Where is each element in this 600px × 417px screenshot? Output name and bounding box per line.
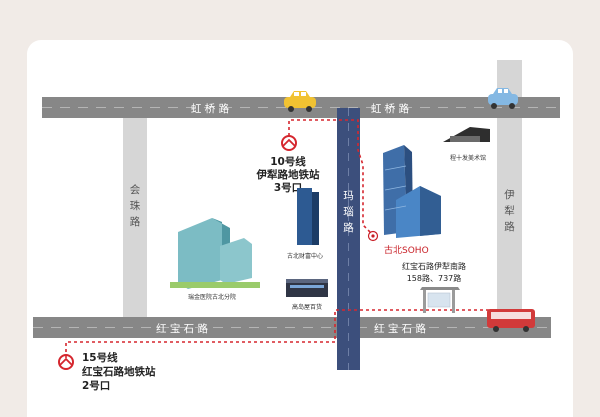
yili-char-3: 路 bbox=[504, 220, 515, 233]
metro-logo-icon bbox=[281, 135, 297, 151]
pin-icon bbox=[367, 230, 379, 242]
hospital-building: 瑞金医院古北分院 bbox=[170, 218, 260, 301]
huizhu-char-2: 珠 bbox=[130, 199, 141, 212]
maxuan-char-3: 路 bbox=[343, 221, 354, 234]
yili-road-label: 伊 犁 路 bbox=[504, 189, 515, 233]
soho-label: 古北SOHO bbox=[384, 244, 429, 256]
gallery-label: 程十发美术馆 bbox=[450, 154, 486, 162]
huizhu-road-label: 会 珠 路 bbox=[130, 183, 141, 228]
line10-exit: 3号口 bbox=[274, 182, 302, 194]
soho-building bbox=[383, 145, 441, 238]
gallery-building: 程十发美术馆 bbox=[443, 127, 490, 162]
metro-station-line15: 15号线 红宝石路地铁站 2号口 bbox=[58, 351, 156, 392]
route-line10 bbox=[288, 119, 371, 233]
line15-exit: 2号口 bbox=[82, 380, 110, 392]
maxuan-road-label: 玛 瑙 路 bbox=[343, 190, 354, 234]
route-line15 bbox=[65, 309, 490, 358]
hongbaoshi-road bbox=[33, 317, 551, 338]
bus-stop-title: 红宝石路伊犁南路 bbox=[402, 261, 466, 271]
bus-stop: 红宝石路伊犁南路 158路、737路 bbox=[402, 261, 466, 313]
taxi-icon bbox=[284, 91, 316, 112]
hongqiao-road-label-right: 虹 桥 路 bbox=[371, 102, 410, 115]
yili-char-1: 伊 bbox=[504, 189, 515, 201]
line15-station-name: 红宝石路地铁站 bbox=[82, 365, 156, 378]
maxuan-char-2: 瑙 bbox=[343, 206, 354, 218]
metro-station-line10: 10号线 伊犁路地铁站 3号口 bbox=[256, 135, 320, 194]
caifu-building: 古北财富中心 bbox=[287, 188, 323, 260]
maxuan-char-1: 玛 bbox=[343, 190, 354, 202]
line10-number: 10号线 bbox=[270, 155, 306, 168]
hongqiao-road-label-left: 虹 桥 路 bbox=[191, 102, 230, 115]
bus-icon bbox=[487, 309, 535, 332]
huizhu-road bbox=[123, 106, 147, 320]
maxuan-road bbox=[337, 108, 360, 370]
line10-station-name: 伊犁路地铁站 bbox=[256, 168, 320, 181]
metro-logo-icon bbox=[58, 354, 74, 370]
huizhu-char-1: 会 bbox=[130, 183, 141, 196]
mall-label: 高岛屋百货 bbox=[292, 303, 322, 311]
caifu-label: 古北财富中心 bbox=[287, 252, 323, 260]
car-icon bbox=[488, 88, 518, 109]
hospital-label: 瑞金医院古北分院 bbox=[188, 293, 236, 301]
hongbaoshi-road-label-left: 红 宝 石 路 bbox=[156, 322, 209, 335]
bus-stop-routes: 158路、737路 bbox=[407, 273, 462, 283]
yili-char-2: 犁 bbox=[504, 204, 515, 217]
hongbaoshi-road-label-right: 红 宝 石 路 bbox=[374, 322, 427, 335]
line15-number: 15号线 bbox=[82, 351, 118, 364]
huizhu-char-3: 路 bbox=[130, 215, 141, 228]
mall-building: 高岛屋百货 bbox=[286, 279, 328, 311]
